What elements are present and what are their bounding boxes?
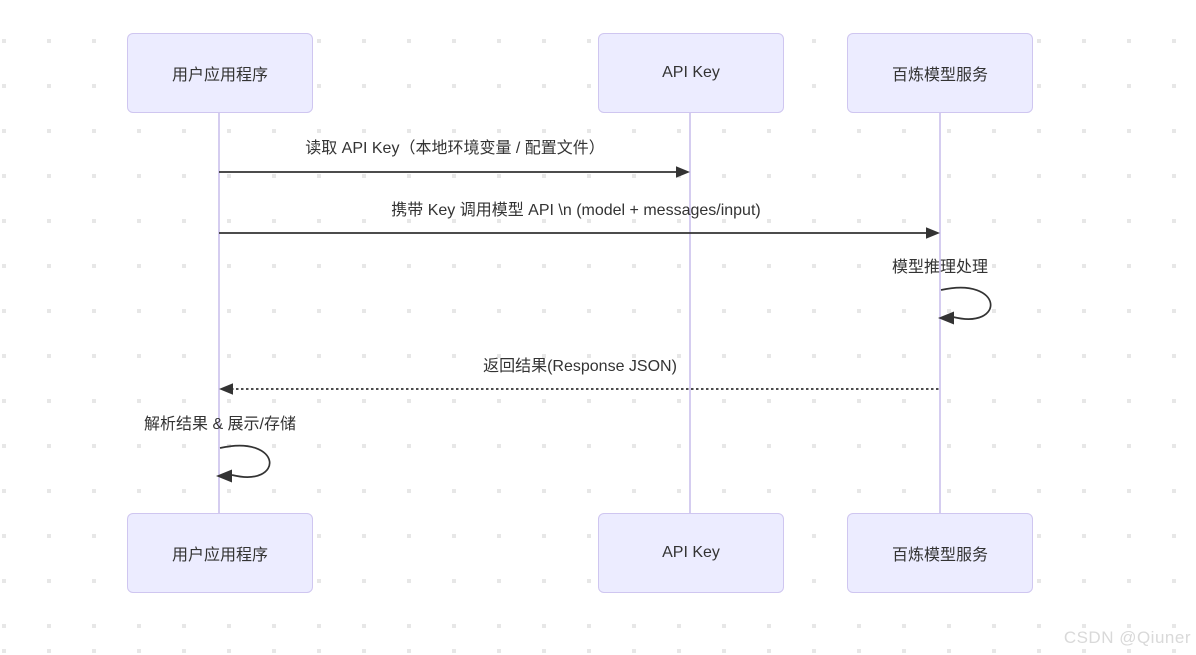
csdn-watermark: CSDN @Qiuner — [1063, 628, 1191, 647]
self-loop-parse-result — [219, 444, 271, 478]
actor-box-api-key-bottom: API Key — [598, 513, 784, 593]
actor-label-bailian-service-top: 百炼模型服务 — [891, 67, 988, 84]
actor-box-bailian-service-top: 百炼模型服务 — [847, 33, 1033, 113]
actor-box-api-key-top: API Key — [598, 33, 784, 113]
actor-label-api-key-bottom: API Key — [662, 544, 720, 561]
message-label-parse-result: 解析结果 & 展示/存储 — [143, 416, 297, 433]
self-loop-model-inference — [940, 286, 992, 320]
actor-label-bailian-service-bottom: 百炼模型服务 — [891, 547, 988, 564]
message-label-read-api-key: 读取 API Key（本地环境变量 / 配置文件） — [305, 140, 605, 157]
message-label-return-result: 返回结果(Response JSON) — [483, 358, 677, 375]
arrowhead-parse-result — [216, 469, 232, 483]
actor-label-user-app-bottom: 用户应用程序 — [171, 547, 268, 564]
actor-label-user-app-top: 用户应用程序 — [171, 67, 268, 84]
message-label-call-model-api: 携带 Key 调用模型 API \n (model + messages/inp… — [391, 202, 761, 219]
arrowhead-read-api-key — [676, 166, 690, 178]
arrowhead-model-inference — [938, 311, 954, 325]
arrowhead-return-result — [219, 383, 233, 395]
message-label-model-inference: 模型推理处理 — [891, 259, 989, 276]
actor-box-user-app-top: 用户应用程序 — [127, 33, 313, 113]
actor-box-bailian-service-bottom: 百炼模型服务 — [847, 513, 1033, 593]
actor-box-user-app-bottom: 用户应用程序 — [127, 513, 313, 593]
actor-label-api-key-top: API Key — [662, 64, 720, 81]
arrowhead-call-model-api — [926, 227, 940, 239]
